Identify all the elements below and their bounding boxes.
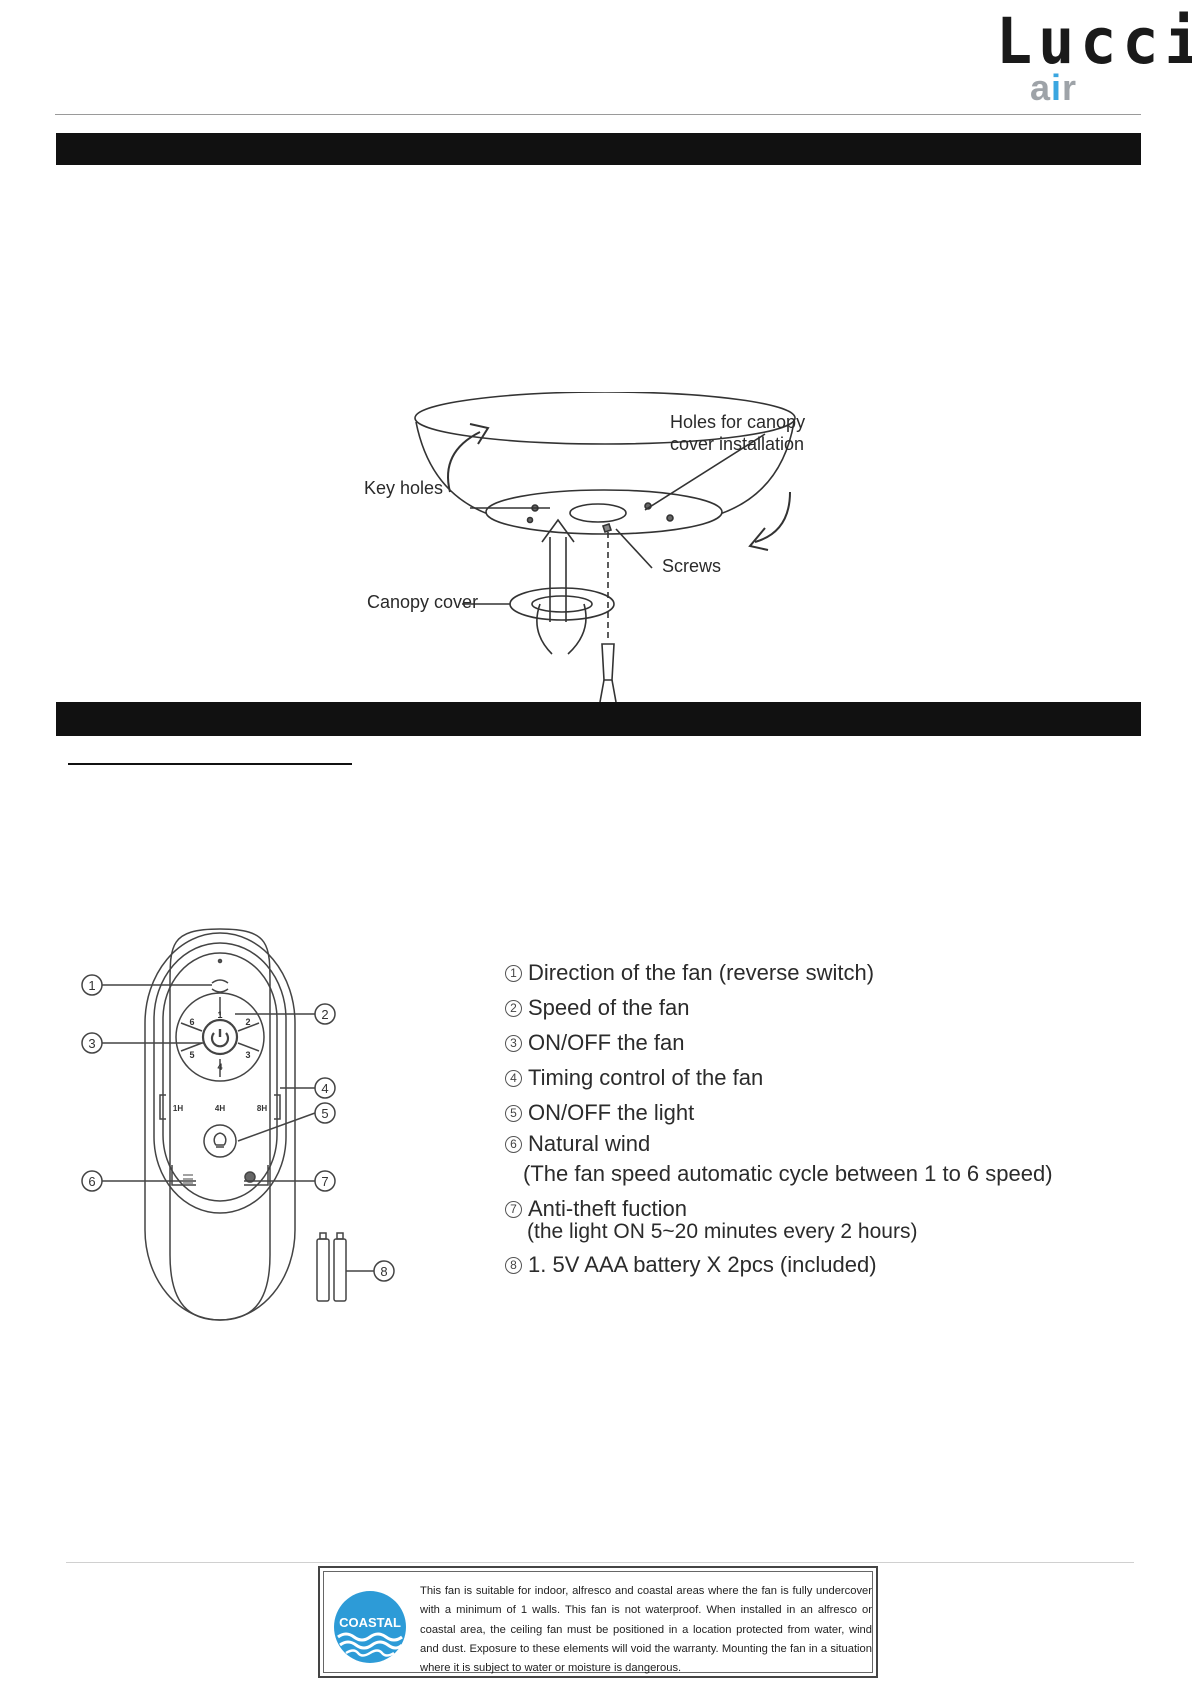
label-key-holes: Key holes [364, 478, 444, 498]
speed-label-4: 4 [217, 1062, 222, 1072]
fn-number-badge: 4 [505, 1069, 522, 1087]
speed-label-2: 2 [245, 1017, 250, 1027]
fn-timer-text: Timing control of the fan [528, 1065, 764, 1090]
fn-light-onoff: 5 ON/OFF the light [505, 1100, 694, 1126]
fn-number-badge: 8 [505, 1256, 522, 1274]
callout-2: 2 [321, 1007, 328, 1022]
fn-number-badge: 5 [505, 1104, 522, 1122]
callout-5: 5 [321, 1106, 328, 1121]
fn-natural-wind-note: (The fan speed automatic cycle between 1… [523, 1161, 1053, 1186]
coastal-notice-inner: COASTAL This fan is suitable for indoor,… [323, 1571, 873, 1674]
fn-light-onoff-text: ON/OFF the light [528, 1100, 695, 1125]
brand-logo-air: air [1030, 70, 1077, 106]
fn-natural-wind: 6 Natural wind [505, 1131, 650, 1157]
subtitle-underline [68, 763, 352, 765]
remote-control-diagram: 1 2 3 4 5 6 1H 4H 8H 1 2 3 4 5 6 7 8 [70, 925, 440, 1325]
callout-3: 3 [88, 1036, 95, 1051]
header-divider [55, 114, 1141, 115]
fn-number-badge: 3 [505, 1034, 522, 1052]
fn-timer: 4 Timing control of the fan [505, 1065, 763, 1091]
fn-fan-onoff-text: ON/OFF the fan [528, 1030, 685, 1055]
fn-battery-text: 1. 5V AAA battery X 2pcs (included) [528, 1252, 877, 1277]
callout-1: 1 [88, 978, 95, 993]
fn-speed: 2 Speed of the fan [505, 995, 689, 1021]
fn-battery: 8 1. 5V AAA battery X 2pcs (included) [505, 1252, 877, 1278]
brand-logo-air-a: a [1030, 67, 1052, 108]
fn-direction-text: Direction of the fan (reverse switch) [528, 960, 875, 985]
speed-label-3: 3 [245, 1050, 250, 1060]
callout-6: 6 [88, 1174, 95, 1189]
brand-logo-air-r: r [1062, 67, 1078, 108]
coastal-wave-icon: COASTAL [334, 1591, 406, 1663]
brand-logo-air-i: i [1051, 67, 1063, 108]
speed-label-6: 6 [189, 1017, 194, 1027]
speed-label-5: 5 [189, 1050, 194, 1060]
section-header-bar-remote [56, 702, 1141, 736]
callout-8: 8 [380, 1264, 387, 1279]
fn-anti-theft-text: Anti-theft fuction [528, 1196, 687, 1221]
remote-control-drawing: 1 2 3 4 5 6 1H 4H 8H 1 2 3 4 5 6 7 8 [81, 928, 395, 1321]
label-cover-installation: cover installation [670, 434, 805, 454]
coastal-notice-text: This fan is suitable for indoor, alfresc… [420, 1585, 872, 1675]
coastal-badge-label: COASTAL [339, 1615, 401, 1630]
fn-number-badge: 7 [505, 1200, 522, 1218]
fn-number-badge: 2 [505, 999, 522, 1017]
coastal-notice: COASTAL This fan is suitable for indoor,… [318, 1566, 878, 1678]
callout-7: 7 [321, 1174, 328, 1189]
brand-logo-lucci: Lucci [996, 5, 1192, 79]
timer-label-8h: 8H [257, 1104, 267, 1113]
canopy-installation-diagram: Holes for canopy cover installation Key … [364, 391, 860, 703]
canopy-diagram-drawing [414, 391, 796, 703]
timer-label-4h: 4H [215, 1104, 225, 1113]
fn-direction: 1 Direction of the fan (reverse switch) [505, 960, 874, 986]
label-holes-for-canopy: Holes for canopy [670, 412, 806, 432]
fn-anti-theft-note: (the light ON 5~20 minutes every 2 hours… [527, 1220, 918, 1243]
fn-number-badge: 1 [505, 964, 522, 982]
footer-divider [66, 1562, 1134, 1563]
label-screws: Screws [662, 556, 722, 576]
section-header-bar [56, 133, 1141, 165]
fn-fan-onoff: 3 ON/OFF the fan [505, 1030, 685, 1056]
callout-4: 4 [321, 1081, 328, 1096]
fn-number-badge: 6 [505, 1135, 522, 1153]
speed-label-1: 1 [217, 1010, 222, 1020]
timer-label-1h: 1H [173, 1104, 183, 1113]
label-canopy-cover: Canopy cover [367, 592, 479, 612]
fn-anti-theft: 7 Anti-theft fuction [505, 1196, 687, 1222]
fn-natural-wind-text: Natural wind [528, 1131, 651, 1156]
fn-speed-text: Speed of the fan [528, 995, 690, 1020]
